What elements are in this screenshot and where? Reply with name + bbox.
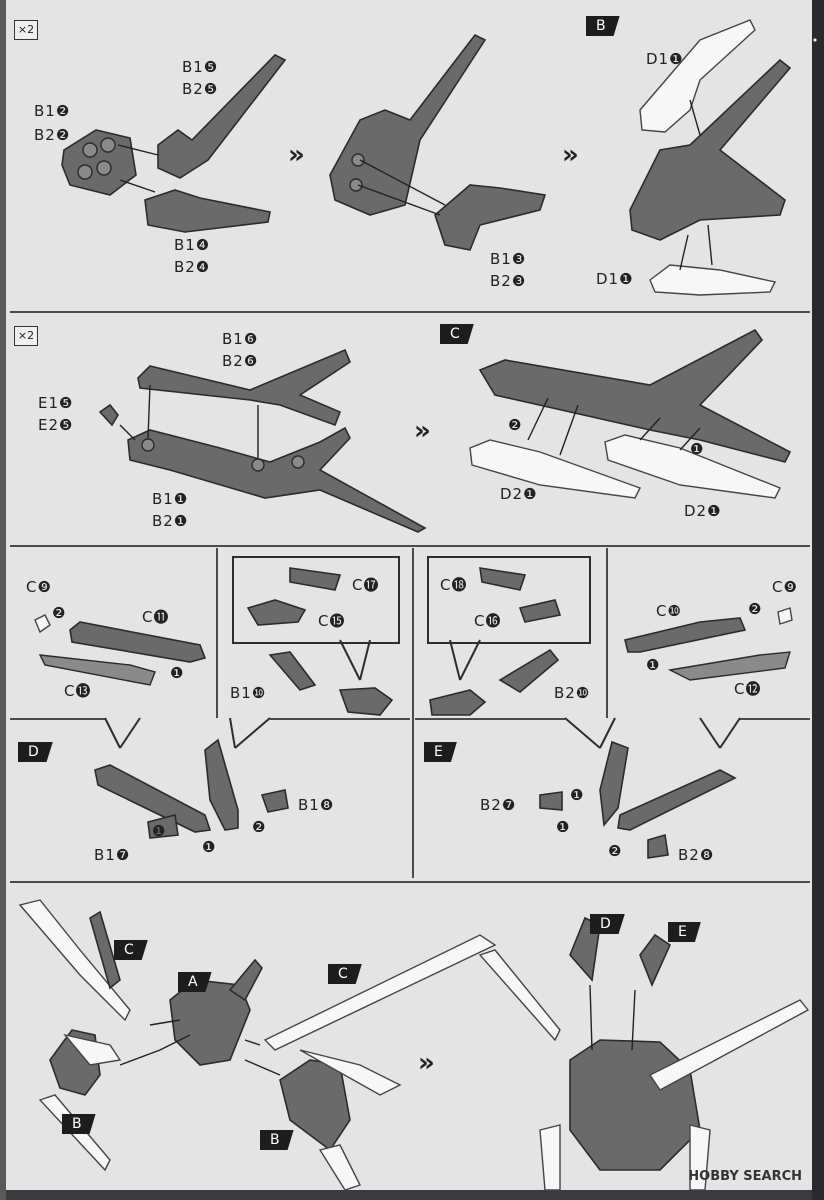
part-label: B2❽ xyxy=(678,846,715,864)
part-label: C⓫ xyxy=(142,608,170,626)
part-label: B1❽ xyxy=(298,796,335,814)
part-label: B1❶ xyxy=(152,490,189,508)
s2-step2-parts xyxy=(469,328,792,499)
part-label: B2❿ xyxy=(554,684,591,702)
step-number: ❶ xyxy=(152,822,167,840)
s1-step3-parts xyxy=(629,19,792,296)
chevron-icon: » xyxy=(562,140,579,170)
part-label: C⓬ xyxy=(734,680,762,698)
chevron-icon: » xyxy=(288,140,305,170)
assembly-tag-c: C xyxy=(114,940,148,960)
assembly-tag-e: E xyxy=(424,742,457,762)
divider-h-d1 xyxy=(10,718,105,720)
step-number: ❶ xyxy=(646,656,661,674)
part-label: B2❷ xyxy=(34,126,71,144)
part-label: B1❹ xyxy=(174,236,211,254)
page-edge-left xyxy=(0,0,6,1200)
divider-v1 xyxy=(216,548,218,718)
divider-h-d2 xyxy=(270,718,410,720)
divider-h-e1 xyxy=(415,718,565,720)
callout-pointers xyxy=(104,639,741,749)
divider-v2 xyxy=(412,548,414,878)
callout-box-right xyxy=(427,556,591,644)
chevron-icon: » xyxy=(414,416,431,446)
callout-box-left xyxy=(232,556,400,644)
step-number: ❶ xyxy=(570,786,585,804)
part-label: B1❺ xyxy=(182,58,219,76)
assembly-tag-b: B xyxy=(260,1130,294,1150)
assembly-tag-b: B xyxy=(586,16,620,36)
part-label: D1❶ xyxy=(646,50,684,68)
divider-1 xyxy=(10,311,810,313)
assembly-tag-a: A xyxy=(178,972,212,992)
multiplier-badge: ×2 xyxy=(14,20,38,40)
assembly-tag-c: C xyxy=(440,324,474,344)
s1-step1-parts xyxy=(61,54,287,233)
step-number: ❶ xyxy=(202,838,217,856)
assembly-tag-b: B xyxy=(62,1114,96,1134)
watermark: HOBBY SEARCH xyxy=(688,1169,802,1184)
chevron-icon: » xyxy=(418,1048,435,1078)
part-label: D1❶ xyxy=(596,270,634,288)
part-label: B2❶ xyxy=(152,512,189,530)
divider-h-e2 xyxy=(740,718,810,720)
part-label: B1❻ xyxy=(222,330,259,348)
part-label: C❾ xyxy=(26,578,52,596)
part-label: C⓲ xyxy=(440,576,468,594)
divider-v3 xyxy=(606,548,608,718)
page-edge-right xyxy=(812,0,824,1200)
part-label: D2❶ xyxy=(684,502,722,520)
part-label: B1❿ xyxy=(230,684,267,702)
part-label: C⓯ xyxy=(318,612,346,630)
assembly-tag-c: C xyxy=(328,964,362,984)
part-label: C❿ xyxy=(656,602,682,620)
part-label: B1❼ xyxy=(94,846,131,864)
part-label: B2❼ xyxy=(480,796,517,814)
part-label: E2❺ xyxy=(38,416,74,434)
step-number: ❶ xyxy=(556,818,571,836)
part-label: B2❹ xyxy=(174,258,211,276)
s4-assembly-parts xyxy=(18,899,810,1191)
part-label: C❾ xyxy=(772,578,798,596)
step-number: ❶ xyxy=(170,664,185,682)
step-number: ❷ xyxy=(748,600,763,618)
part-label: B2❻ xyxy=(222,352,259,370)
part-label: B2❺ xyxy=(182,80,219,98)
s2-step1-parts xyxy=(98,348,427,533)
step-number: ❶ xyxy=(690,440,705,458)
divider-2 xyxy=(10,545,810,547)
assembly-tag-d: D xyxy=(590,914,625,934)
step-number: ❷ xyxy=(252,818,267,836)
part-label: D2❶ xyxy=(500,485,538,503)
part-label: B1❸ xyxy=(490,250,527,268)
step-number: ❷ xyxy=(508,416,523,434)
divider-3 xyxy=(10,881,810,883)
part-label: E1❺ xyxy=(38,394,74,412)
s3-parts xyxy=(34,567,793,859)
part-label: C⓭ xyxy=(64,682,92,700)
part-label: B1❷ xyxy=(34,102,71,120)
step-number: ❷ xyxy=(608,842,623,860)
part-label: C⓱ xyxy=(352,576,380,594)
assembly-tag-d: D xyxy=(18,742,53,762)
part-label: B2❸ xyxy=(490,272,527,290)
multiplier-badge: ×2 xyxy=(14,326,38,346)
s1-step2-parts xyxy=(329,33,547,251)
assembly-tag-e: E xyxy=(668,922,701,942)
step-number: ❷ xyxy=(52,604,67,622)
part-label: C⓰ xyxy=(474,612,502,630)
